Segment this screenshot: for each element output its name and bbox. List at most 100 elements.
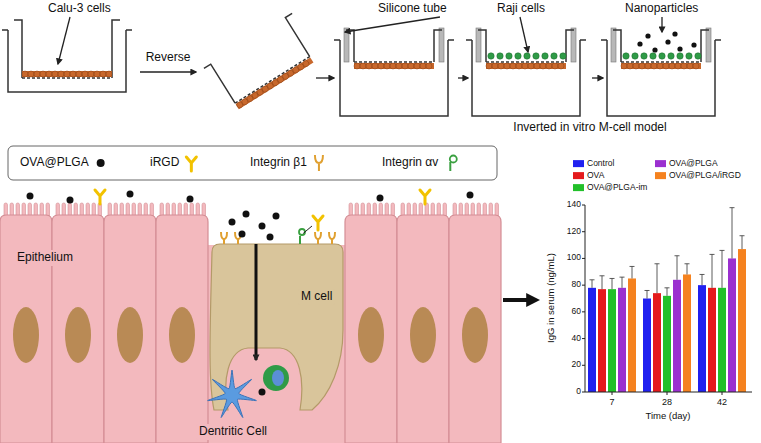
error-bar [675,256,680,280]
cell-label-box: Dentritic Cell [196,424,270,440]
integrin-beta1 [329,232,335,244]
cell-bump [360,63,366,69]
cell-bump [58,71,64,77]
cell-bump [669,63,675,69]
tissue-label-box: Epithelium [14,250,76,266]
y-tick [582,205,585,206]
nanoparticle [677,46,682,51]
ova-plga-particle [243,211,250,218]
irgd-peptide [420,190,430,204]
cell-bump [498,63,504,69]
integrin-beta1-symbol [315,155,323,171]
leader-arrow [520,17,528,52]
ova-plga-particle [27,193,34,200]
cell-bump [64,71,70,77]
error-bar [590,280,595,288]
cell-bump [414,63,420,69]
epithelium-illustration [0,190,501,443]
legend-symbols [97,155,457,171]
cell-label: M cell [301,289,332,303]
nanoparticle [652,47,657,52]
ova-plga-particle [267,234,274,241]
y-tick [582,392,585,393]
silicone-tube [476,28,481,62]
tilted-insert [204,13,320,113]
raji-cell [668,53,674,59]
cell-bump [408,63,414,69]
legend-swatch [655,172,666,179]
ova-plga-particle [467,192,474,199]
cell-bump [546,63,552,69]
cell-bump [354,63,360,69]
cell-bump [645,63,651,69]
nucleus [65,307,91,363]
legend-item: OVA@PLGA/iRGD [655,171,741,181]
nucleus [462,307,488,363]
ova-plga-particle [273,213,280,220]
cell-bump [34,71,40,77]
tick-label: 0 [576,387,581,397]
cell-bump [639,63,645,69]
integrin-beta1 [221,232,227,244]
bar [663,296,671,392]
raji-cell [533,53,539,59]
legend-label: OVA@PLGA [20,156,89,170]
bar [698,285,706,392]
nucleus [117,307,143,363]
cell-bump [302,60,310,68]
ova-plga-particle [187,196,194,203]
ova-plga-particle [377,195,384,202]
cell-bump [52,71,58,77]
cell-label-box: M cell [298,289,335,305]
cell-bump [22,71,28,77]
epithelial-cell [156,215,208,443]
legend-item: iRGD [150,156,179,170]
y-tick [582,365,585,366]
lymphocyte-nucleus [272,370,284,386]
x-tick [612,392,613,395]
raji-cell [659,53,665,59]
silicone-tube [439,28,444,62]
raji-cell [686,53,692,59]
y-tick [582,338,585,339]
ova-plga-particle [259,389,266,396]
cell-bump [492,63,498,69]
epithelial-cell [397,215,449,443]
leader-arrow [345,17,440,32]
silicone-tube [344,28,349,62]
bar [708,288,716,392]
nanoparticle [645,33,650,38]
raji-cell [542,53,548,59]
step-arrow [316,77,334,78]
y-tick [582,231,585,232]
well-rim [601,39,721,41]
integrin-beta1 [315,232,321,244]
nanoparticle [637,41,642,46]
raji-cell [497,53,503,59]
cell-bump [70,71,76,77]
cell-bump [621,63,627,69]
error-bar [720,250,725,287]
irgd-peptide [313,216,323,230]
nanoparticle [665,39,670,44]
ova-plga-particle [127,191,134,198]
cell-layer [236,57,314,109]
insert-wall [346,30,442,62]
ova-plga-particle [67,197,74,204]
bar [598,289,606,392]
step-label: Calu-3 cells [48,2,111,16]
legend-swatch [573,160,584,167]
well-outline [607,40,715,116]
cell-layer [621,63,701,69]
cell-layer [354,63,434,69]
cell-bump [651,63,657,69]
well-rim [334,39,454,41]
irgd-symbol [186,157,196,171]
y-tick [582,258,585,259]
nucleus [13,307,39,363]
raji-cell [551,53,557,59]
ova-plga-particle [259,223,266,230]
